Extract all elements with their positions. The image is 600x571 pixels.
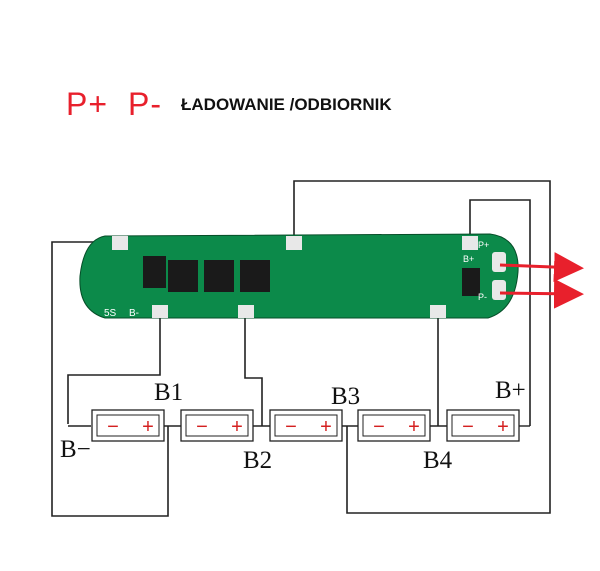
b1-pad [152,305,168,318]
arrow-p-minus-icon [499,278,584,309]
label-b-minus: B− [60,436,91,463]
label-b-plus: B+ [495,377,526,404]
silk-pplus-label: P+ [478,240,489,250]
arrow-p-plus-icon [499,252,584,283]
p-minus-heading: P- [128,86,162,122]
p-plus-pad [492,252,506,272]
silk-bminus-label: B- [129,308,139,319]
label-b3: B3 [331,383,361,410]
battery-cell-5: − + [446,409,520,442]
bplus-pad [462,236,478,250]
cell-plus-sign: + [142,416,154,438]
cell-plus-sign: + [497,416,509,438]
cell-minus-sign: − [462,416,474,438]
mosfet-1 [143,256,166,288]
cell-minus-sign: − [196,416,208,438]
silk-pminus-label: P- [478,292,487,302]
battery-cell-1: − + [91,409,165,442]
label-b2: B2 [243,447,273,474]
mosfet-4 [240,260,270,292]
charging-load-heading: ŁADOWANIE /ODBIORNIK [181,95,392,114]
cell-minus-sign: − [373,416,385,438]
bminus-pad-top [112,236,128,250]
wire-bplus [469,199,531,426]
battery-cell-3: − + [269,409,343,442]
cell-minus-sign: − [285,416,297,438]
cell-plus-sign: + [408,416,420,438]
wires [51,180,551,517]
wire-b1 [67,312,161,424]
p-minus-pad [492,280,506,300]
p-plus-heading: P+ [66,86,109,122]
label-b4: B4 [423,447,453,474]
pcb-board [79,233,519,319]
wire-b2 [244,312,263,426]
mosfet-2 [168,260,198,292]
silk-5s-label: 5S [104,308,117,319]
cell-plus-sign: + [231,416,243,438]
b3-pad [286,236,302,250]
wire-bminus-outer [51,241,169,517]
control-ic [462,268,480,296]
b2-pad [238,305,254,318]
label-b1: B1 [154,379,184,406]
pcb-outline [79,233,519,319]
battery-cell-2: − + [180,409,254,442]
silk-bplus-label: B+ [463,254,474,264]
wire-b3 [293,180,551,514]
mosfet-3 [204,260,234,292]
battery-cell-4: − + [357,409,431,442]
cell-minus-sign: − [107,416,119,438]
b4-pad [430,305,446,318]
cell-plus-sign: + [320,416,332,438]
